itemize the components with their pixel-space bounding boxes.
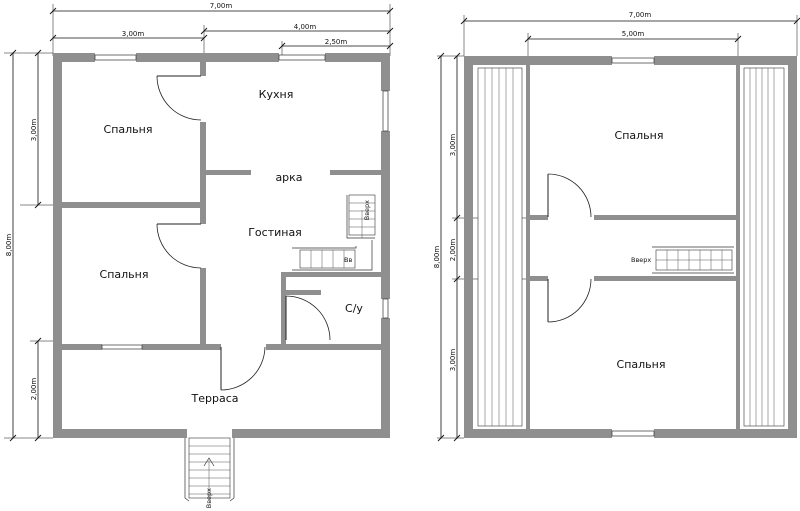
upper-attic-right	[743, 67, 785, 427]
upper-floor-plan: 7,00m 5,00m 8,00m 3,00m 2	[433, 11, 800, 442]
room-bedroom-top: Спальня	[104, 123, 153, 136]
ground-doors	[156, 75, 331, 391]
upper-attic-left	[477, 67, 523, 427]
room-arch: арка	[275, 171, 302, 184]
ground-windows	[94, 54, 389, 350]
upper-room-bedroom-bottom: Спальня	[617, 358, 666, 371]
dim-right-small: 2,50m	[278, 38, 394, 56]
upper-dim-inner-width: 5,00m	[524, 30, 742, 56]
ground-exterior-stair: Вверх	[184, 437, 235, 508]
room-bathroom: С/у	[345, 302, 363, 315]
upper-stair: Вверх	[631, 246, 734, 274]
room-kitchen: Кухня	[259, 88, 294, 101]
upper-dim-height-total-label: 8,00m	[433, 246, 441, 269]
upper-dim-vertical: 8,00m 3,00m 2,00m 3,00m	[433, 52, 528, 442]
dim-vertical-left: 8,00m 3,00m 2,00m	[4, 49, 53, 442]
window-bathroom	[382, 298, 389, 319]
upper-walls	[464, 56, 797, 438]
upper-window-top	[611, 57, 655, 64]
upper-window-bottom	[611, 430, 655, 437]
dim-right-small-label: 2,50m	[325, 38, 348, 46]
dim-right-width-label: 4,00m	[294, 23, 317, 31]
upper-dim-height-top-label: 3,00m	[449, 134, 457, 157]
upper-dim-total-width-label: 7,00m	[629, 11, 652, 19]
outer-stair-up-label: Вверх	[205, 488, 213, 508]
dim-height-terrace-label: 2,00m	[30, 378, 38, 401]
dim-total-width-label: 7,00m	[210, 2, 233, 10]
ground-interior-stair: Вверх Вв	[292, 194, 376, 271]
inner-stair-short-label: Вв	[344, 256, 352, 264]
dim-right-width: 4,00m	[200, 23, 394, 56]
upper-stair-up-label: Вверх	[631, 256, 651, 264]
room-bedroom-bottom: Спальня	[100, 268, 149, 281]
inner-stair-up-label: Вверх	[363, 200, 371, 220]
dim-height-total-label: 8,00m	[5, 234, 13, 257]
ground-floor-plan: 7,00m 3,00m 4,00m 2,50m	[4, 2, 394, 508]
dim-total-width: 7,00m	[49, 2, 394, 56]
room-terrace: Терраса	[191, 392, 239, 405]
upper-dim-inner-width-label: 5,00m	[622, 30, 645, 38]
dim-height-upper-label: 3,00m	[30, 119, 38, 142]
upper-dim-height-mid-label: 2,00m	[449, 239, 457, 262]
window-top-right	[278, 54, 326, 61]
window-terrace	[101, 344, 143, 350]
upper-room-bedroom-top: Спальня	[615, 129, 664, 142]
window-kitchen	[382, 90, 389, 132]
upper-dim-height-bottom-label: 3,00m	[449, 349, 457, 372]
dim-left-width: 3,00m	[49, 30, 208, 42]
dim-left-width-label: 3,00m	[122, 30, 145, 38]
upper-doors	[547, 173, 592, 323]
room-living: Гостиная	[248, 226, 302, 239]
ground-walls	[53, 53, 390, 438]
upper-dim-total-width: 7,00m	[460, 11, 800, 56]
window-top-left	[94, 54, 137, 61]
